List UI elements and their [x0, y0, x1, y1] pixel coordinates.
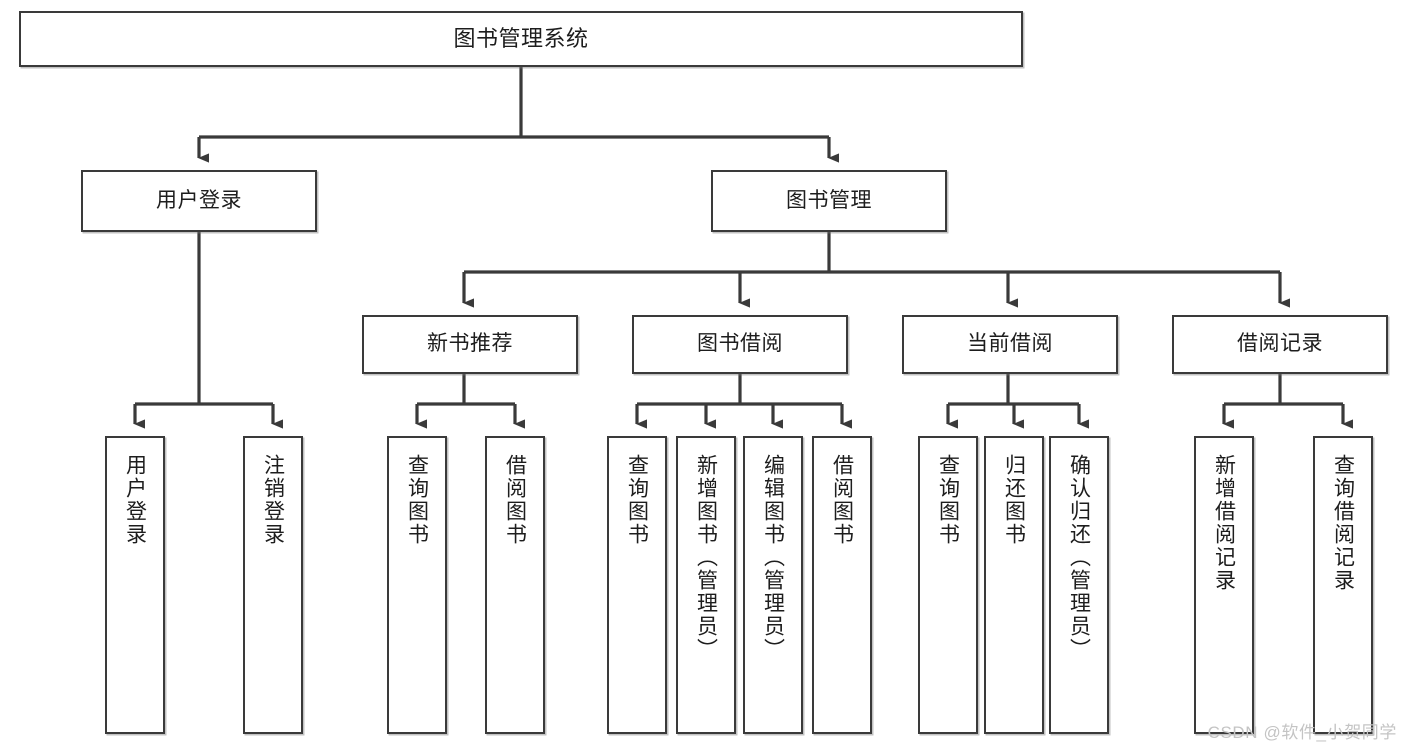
- leaf-node-return-book[interactable]: 归还图书: [984, 436, 1044, 734]
- node-root[interactable]: 图书管理系统: [19, 11, 1023, 67]
- leaf-node-query-book-borrow[interactable]: 查询图书: [607, 436, 667, 734]
- leaf-node-borrow-book[interactable]: 借阅图书: [812, 436, 872, 734]
- leaf-node-logout[interactable]: 注销登录: [243, 436, 303, 734]
- watermark: CSDN @软件_小贺同学: [1207, 723, 1397, 742]
- leaf-node-query-book-current-label: 查询图书: [936, 454, 960, 546]
- node-current-borrow[interactable]: 当前借阅: [902, 315, 1118, 374]
- leaf-node-user-login[interactable]: 用户登录: [105, 436, 165, 734]
- leaf-node-confirm-return-label: 确认归还（管理员）: [1067, 454, 1091, 661]
- leaf-node-query-borrow-record[interactable]: 查询借阅记录: [1313, 436, 1373, 734]
- leaf-node-borrow-book-recommend[interactable]: 借阅图书: [485, 436, 545, 734]
- leaf-node-borrow-book-label: 借阅图书: [830, 454, 854, 546]
- node-user-login-label: 用户登录: [156, 188, 242, 212]
- node-new-book-recommend-label: 新书推荐: [427, 332, 513, 356]
- leaf-node-add-borrow-record[interactable]: 新增借阅记录: [1194, 436, 1254, 734]
- leaf-node-query-borrow-record-label: 查询借阅记录: [1331, 454, 1355, 592]
- leaf-node-logout-label: 注销登录: [261, 454, 285, 546]
- node-borrow-record-label: 借阅记录: [1237, 332, 1323, 356]
- leaf-node-query-book-recommend[interactable]: 查询图书: [387, 436, 447, 734]
- node-book-borrow-label: 图书借阅: [697, 332, 783, 356]
- node-book-management-label: 图书管理: [786, 188, 872, 212]
- node-book-management[interactable]: 图书管理: [711, 170, 947, 232]
- leaf-node-add-book[interactable]: 新增图书（管理员）: [676, 436, 736, 734]
- leaf-node-user-login-label: 用户登录: [123, 454, 147, 546]
- leaf-node-edit-book-label: 编辑图书（管理员）: [761, 454, 785, 661]
- node-book-borrow[interactable]: 图书借阅: [632, 315, 848, 374]
- leaf-node-edit-book[interactable]: 编辑图书（管理员）: [743, 436, 803, 734]
- node-current-borrow-label: 当前借阅: [967, 332, 1053, 356]
- node-new-book-recommend[interactable]: 新书推荐: [362, 315, 578, 374]
- leaf-node-borrow-book-recommend-label: 借阅图书: [503, 454, 527, 546]
- leaf-node-query-book-recommend-label: 查询图书: [405, 454, 429, 546]
- node-user-login[interactable]: 用户登录: [81, 170, 317, 232]
- leaf-node-add-book-label: 新增图书（管理员）: [694, 454, 718, 661]
- leaf-node-query-book-borrow-label: 查询图书: [625, 454, 649, 546]
- leaf-node-query-book-current[interactable]: 查询图书: [918, 436, 978, 734]
- leaf-node-add-borrow-record-label: 新增借阅记录: [1212, 454, 1236, 592]
- node-root-label: 图书管理系统: [453, 26, 589, 52]
- leaf-node-return-book-label: 归还图书: [1002, 454, 1026, 546]
- leaf-node-confirm-return[interactable]: 确认归还（管理员）: [1049, 436, 1109, 734]
- node-borrow-record[interactable]: 借阅记录: [1172, 315, 1388, 374]
